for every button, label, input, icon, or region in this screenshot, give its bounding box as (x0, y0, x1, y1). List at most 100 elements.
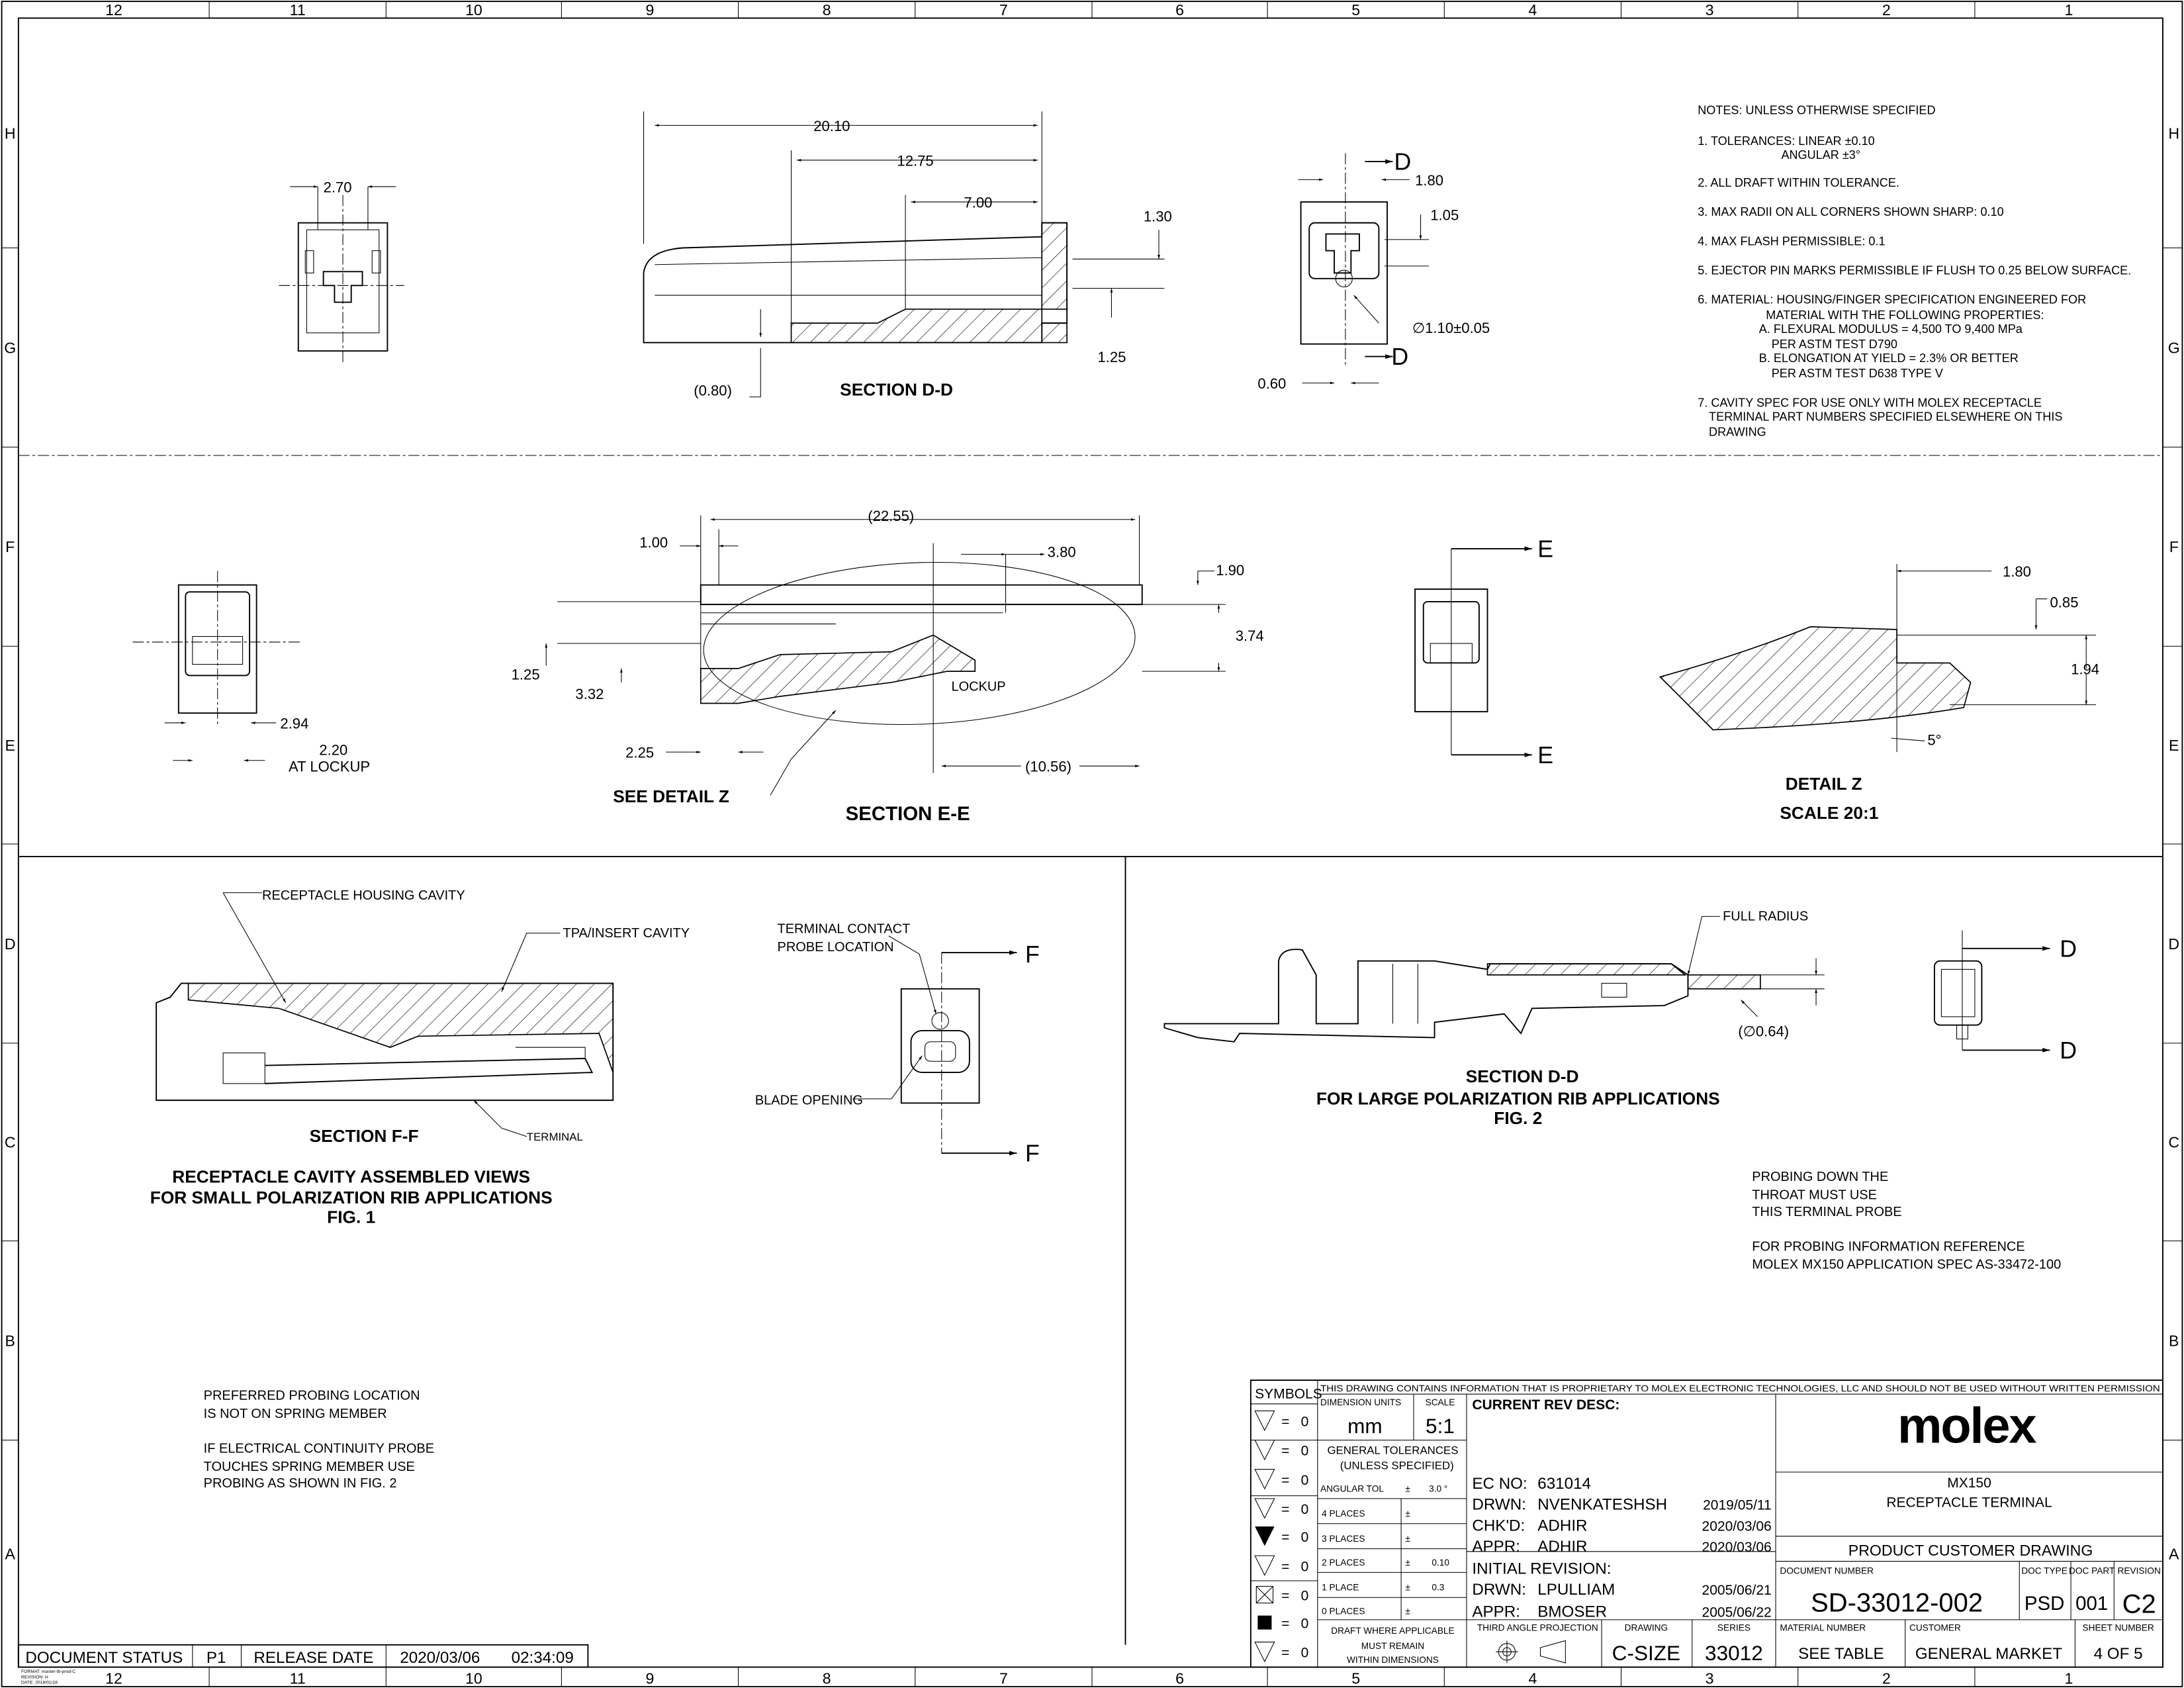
end-view-top: D D 1.80 1.05 ∅1.10±0.05 0.60 (1257, 149, 1490, 392)
note-line: TOUCHES SPRING MEMBER USE (204, 1460, 415, 1474)
zone-column-label: 2 (1882, 1670, 1891, 1687)
pm-sign: ± (1405, 1534, 1410, 1544)
view-caption: DETAIL Z (1786, 774, 1862, 794)
material-number-label: MATERIAL NUMBER (1780, 1623, 1866, 1633)
front-view-middle: 2.94 2.20 AT LOCKUP (132, 571, 370, 775)
dimension-units: mm (1347, 1414, 1383, 1438)
notes-title: NOTES: UNLESS OTHERWISE SPECIFIED (1698, 104, 1935, 117)
dimension-label: 2.25 (625, 745, 654, 761)
section-mark: E (1537, 536, 1553, 563)
note-line: IS NOT ON SPRING MEMBER (204, 1407, 387, 1421)
dimension-label: 0.60 (1257, 375, 1286, 392)
zone-column-label: 8 (823, 1, 831, 19)
approval-date: 2020/03/06 (1702, 1519, 1772, 1534)
zone-row-label: D (5, 935, 16, 953)
approval-name: BMOSER (1537, 1603, 1607, 1621)
probing-notes-left: PREFERRED PROBING LOCATION IS NOT ON SPR… (204, 1388, 434, 1491)
drawing-label: DRAWING (1625, 1623, 1668, 1633)
zone-row-label: H (5, 124, 16, 142)
dimension-label: 2.94 (280, 715, 308, 731)
note-line: TERMINAL PART NUMBERS SPECIFIED ELSEWHER… (1709, 410, 2062, 423)
symbol-count: 0 (1301, 1617, 1309, 1632)
dimension-units-label: DIMENSION UNITS (1320, 1397, 1401, 1407)
approval-name: LPULLIAM (1537, 1581, 1615, 1599)
revision-value: C2 (2122, 1589, 2156, 1618)
note-line: 5. EJECTOR PIN MARKS PERMISSIBLE IF FLUS… (1698, 263, 2131, 277)
zone-row-label: F (5, 538, 15, 555)
note-line: PER ASTM TEST D790 (1772, 338, 1897, 351)
zone-column-label: 6 (1175, 1, 1184, 19)
zone-row-label: B (5, 1332, 15, 1349)
view-caption: SECTION D-D (840, 380, 953, 400)
pm-sign: ± (1405, 1509, 1410, 1519)
zone-row-label: D (2168, 935, 2179, 953)
dimension-label: AT LOCKUP (289, 759, 370, 775)
part-title: RECEPTACLE TERMINAL (1886, 1495, 2052, 1510)
filled-triangle-icon (1255, 1526, 1275, 1546)
symbol-count: 0 (1301, 1646, 1309, 1661)
draft-note: WITHIN DIMENSIONS (1347, 1655, 1439, 1665)
dimension-label: 3.80 (1048, 544, 1076, 561)
section-mark: F (1025, 941, 1040, 968)
symbol-count: 0 (1301, 1414, 1309, 1429)
dimension-label: ∅1.10±0.05 (1412, 320, 1490, 336)
zone-column-label: 7 (999, 1670, 1008, 1687)
approval-role: DRWN: (1472, 1496, 1526, 1514)
zone-column-label: 7 (999, 1, 1008, 19)
inspection-triangle-icon (1254, 1439, 1275, 1461)
note-line: THROAT MUST USE (1752, 1188, 1877, 1203)
dimension-label: 1.80 (2003, 563, 2031, 580)
customer-label: CUSTOMER (1909, 1623, 1961, 1633)
pm-sign: ± (1405, 1483, 1410, 1493)
symbol-count: 0 (1301, 1444, 1309, 1459)
dimension-label: 5° (1927, 732, 1941, 749)
section-dd-view: 20.10 12.75 7.00 1.30 1.25 (0.80) SECTIO… (643, 111, 1172, 400)
zone-column-label: 6 (1175, 1670, 1184, 1687)
end-view-fig2: D D (1933, 930, 2077, 1064)
note-line: IF ELECTRICAL CONTINUITY PROBE (204, 1441, 434, 1456)
release-date: 2020/03/06 (400, 1649, 480, 1667)
end-view-middle: E E (1414, 536, 1553, 769)
section-mark: F (1025, 1141, 1040, 1167)
initial-revision: INITIAL REVISION: (1472, 1560, 1611, 1577)
approval-role: CHK'D: (1472, 1517, 1525, 1534)
figure-caption: SECTION D-D (1466, 1066, 1579, 1086)
dimension-label: 2.20 (319, 741, 347, 758)
symbol-equals: = (1281, 1646, 1289, 1661)
dimension-label: (10.56) (1025, 759, 1071, 775)
approval-name: ADHIR (1537, 1538, 1587, 1556)
detail-z-view: 1.80 0.85 1.94 5° DETAIL Z SCALE 20:1 (1659, 563, 2099, 823)
drawing-type: PRODUCT CUSTOMER DRAWING (1848, 1542, 2093, 1559)
zone-column-label: 3 (1706, 1, 1714, 19)
proprietary-notice: THIS DRAWING CONTAINS INFORMATION THAT I… (1320, 1383, 2160, 1393)
sheet-number-label: SHEET NUMBER (2082, 1623, 2154, 1633)
note-line: FOR PROBING INFORMATION REFERENCE (1752, 1239, 2025, 1254)
doc-part-label: DOC PART (2069, 1566, 2115, 1575)
section-mark: D (2060, 935, 2077, 962)
format-line: FORMAT: master-tb-prod-C (21, 1669, 75, 1674)
note-line: 1. TOLERANCES: LINEAR ±0.10 (1698, 134, 1874, 148)
pm-sign: ± (1405, 1606, 1410, 1616)
format-line: REVISION: H (21, 1675, 48, 1679)
symbol-equals: = (1281, 1444, 1289, 1459)
inspection-triangle-icon (1254, 1642, 1275, 1663)
zone-column-label: 9 (646, 1, 655, 19)
zone-row-label: C (2168, 1134, 2179, 1151)
zone-row-label: A (2169, 1545, 2179, 1562)
view-caption: SECTION E-E (846, 803, 970, 825)
figure-caption: FIG. 1 (327, 1207, 375, 1227)
symbol-count: 0 (1301, 1502, 1309, 1517)
revision-label: REVISION (2118, 1566, 2161, 1575)
zone-column-label: 10 (465, 1670, 482, 1687)
section-ff-view: RECEPTACLE HOUSING CAVITY TPA/INSERT CAV… (150, 888, 690, 1227)
callout-label: TERMINAL (527, 1131, 583, 1143)
sheet-number: 4 OF 5 (2094, 1645, 2143, 1663)
symbol-count: 0 (1301, 1559, 1309, 1574)
pm-sign: ± (1405, 1558, 1410, 1568)
section-mark: D (1394, 149, 1412, 175)
third-angle-projection-icon (1496, 1640, 1566, 1664)
ec-no-label: EC NO: (1472, 1475, 1527, 1493)
ec-no: 631014 (1537, 1475, 1591, 1493)
title-block: SYMBOLS =0=0=0=0=0=0=0=0=0 THIS DRAWING … (1250, 1380, 2163, 1668)
